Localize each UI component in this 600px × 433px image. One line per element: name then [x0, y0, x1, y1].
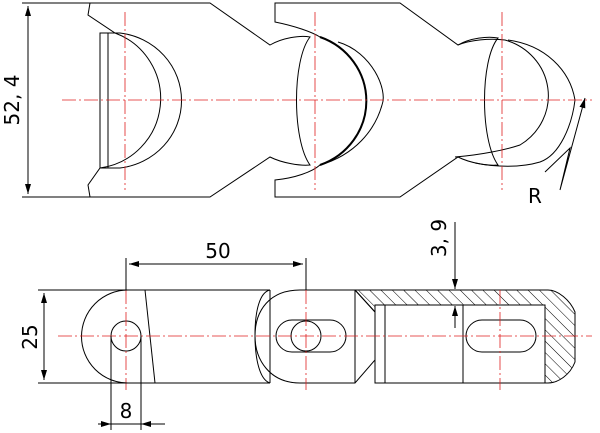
side-link-left-taper — [144, 289, 156, 384]
dim-width-label: 25 — [18, 324, 42, 349]
slot-left — [99, 32, 183, 169]
radius-label: R — [528, 184, 542, 208]
hatched-section — [353, 289, 576, 384]
link-outline-left — [87, 2, 311, 198]
dim-hole-label: 8 — [120, 399, 133, 423]
dim-height-label: 52, 4 — [0, 75, 24, 126]
side-link-left — [81, 289, 271, 384]
side-link-middle — [254, 289, 376, 384]
arc-middle-bold — [319, 36, 368, 166]
arc-right-outer — [474, 39, 576, 167]
dim-thickness-label: 3, 9 — [427, 219, 451, 257]
dim-pitch-label: 50 — [205, 239, 230, 263]
radius-leader — [544, 97, 586, 191]
bottom-view: 50 25 8 3, 9 — [18, 219, 592, 430]
top-view: 52, 4 R — [0, 2, 592, 208]
link-outline-right — [454, 38, 549, 158]
side-link-right — [374, 304, 546, 384]
arc-middle-outer — [319, 41, 384, 166]
